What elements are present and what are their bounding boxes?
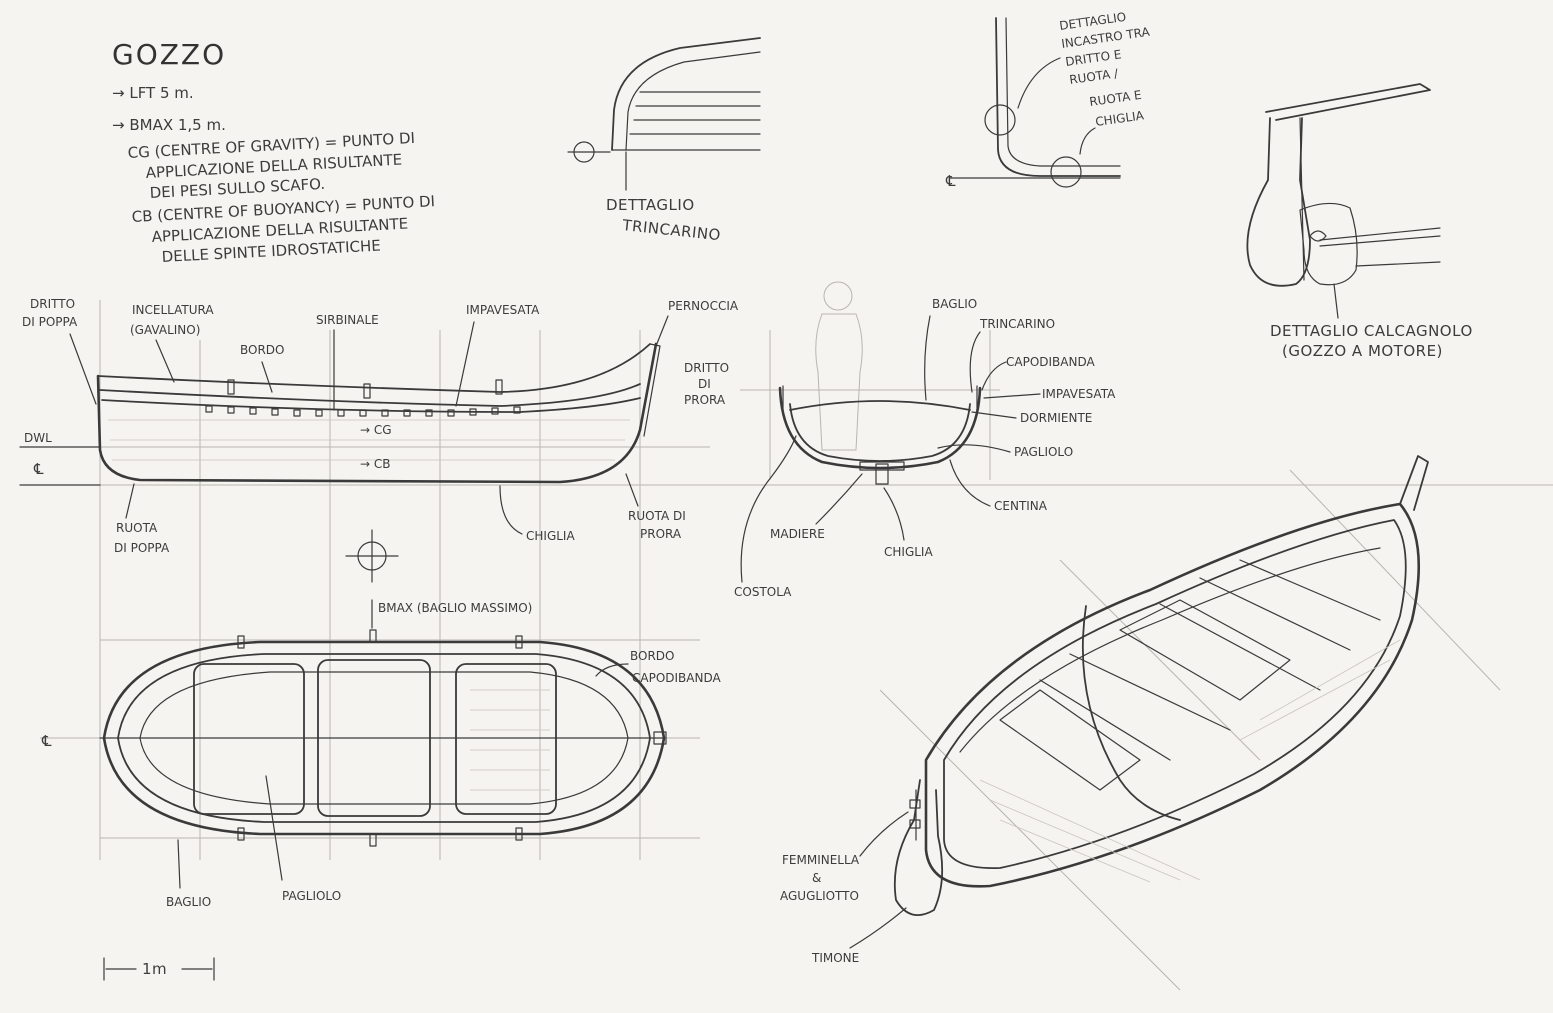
incastro-label-4: RUOTA / — [1068, 66, 1119, 87]
side-label-dritto-prora-3: PRORA — [684, 393, 726, 407]
section-hull — [778, 386, 982, 470]
perspective-label-femminella-1: FEMMINELLA — [782, 853, 860, 867]
incastro-inner-profile — [1005, 17, 1121, 167]
sheer-line — [97, 343, 651, 393]
plan-label-baglio: BAGLIO — [166, 895, 211, 909]
side-label-dritto-poppa-1: DRITTO — [30, 297, 75, 311]
side-label-bordo: BORDO — [240, 343, 285, 357]
trincarino-detail-label-2: TRINCARINO — [621, 216, 722, 244]
section-label-chiglia: CHIGLIA — [884, 545, 933, 559]
pagliolo-panel-1 — [193, 663, 305, 815]
plan-label-capodibanda: CAPODIBANDA — [632, 671, 721, 685]
side-label-dritto-poppa-2: DI POPPA — [22, 315, 78, 329]
scupper-holes — [205, 405, 521, 417]
detail-incastro: ℄ DETTAGLIO INCASTRO TRA DRITTO E RUOTA … — [945, 10, 1151, 190]
section-label-trincarino: TRINCARINO — [979, 317, 1055, 331]
perspective-label-femminella-3: AGUGLIOTTO — [780, 889, 859, 903]
midship-section: BAGLIO TRINCARINO CAPODIBANDA IMPAVESATA… — [734, 281, 1116, 599]
joint-circle-upper — [984, 104, 1016, 136]
scale-bar-label: 1m — [142, 960, 167, 978]
calcagnolo-label-2: (GOZZO A MOTORE) — [1282, 342, 1443, 360]
side-label-dritto-prora-1: DRITTO — [684, 361, 729, 375]
perspective-label-femminella-2: & — [812, 871, 821, 885]
plan-label-bmax: BMAX (BAGLIO MASSIMO) — [378, 601, 532, 615]
perspective-frame — [1081, 605, 1181, 821]
section-label-baglio: BAGLIO — [932, 297, 977, 311]
pagliolo-panel-3 — [455, 663, 557, 815]
trincarino-inner-curve — [625, 51, 761, 151]
side-label-dritto-prora-2: DI — [698, 377, 711, 391]
plan-view: BMAX (BAGLIO MASSIMO) BORDO CAPODIBANDA … — [40, 529, 721, 981]
rubbing-strake — [99, 383, 641, 407]
perspective-view: FEMMINELLA & AGUGLIOTTO TIMONE — [780, 455, 1501, 991]
section-label-capodibanda: CAPODIBANDA — [1006, 355, 1095, 369]
side-elevation: DRITTO DI POPPA INCELLATURA (GAVALINO) B… — [19, 297, 1553, 860]
detail-trincarino: DETTAGLIO TRINCARINO — [567, 37, 761, 244]
side-label-dwl: DWL — [24, 431, 52, 445]
section-label-pagliolo: PAGLIOLO — [1014, 445, 1073, 459]
side-label-incellatura-1: INCELLATURA — [132, 303, 214, 317]
section-label-madiere: MADIERE — [770, 527, 825, 541]
section-beam — [789, 400, 971, 411]
spec-lft: → LFT 5 m. — [112, 84, 194, 102]
incastro-label-6: CHIGLIA — [1094, 108, 1145, 129]
side-label-impavesata: IMPAVESATA — [466, 303, 540, 317]
side-label-ruota-prora-1: RUOTA DI — [628, 509, 686, 523]
drawing-title: GOZZO — [112, 38, 226, 71]
section-label-dormiente: DORMIENTE — [1020, 411, 1092, 425]
section-label-impavesata: IMPAVESATA — [1042, 387, 1116, 401]
calcagnolo-label-1: DETTAGLIO CALCAGNOLO — [1270, 322, 1473, 340]
specs-block: GOZZO → LFT 5 m. → BMAX 1,5 m. CG (CENTR… — [112, 38, 435, 266]
side-label-ruota-prora-2: PRORA — [640, 527, 682, 541]
side-label-cb: → CB — [360, 457, 390, 471]
incastro-label-5: RUOTA E — [1088, 88, 1142, 109]
section-label-costola: COSTOLA — [734, 585, 792, 599]
side-label-centerline: ℄ — [33, 460, 44, 478]
side-label-incellatura-2: (GAVALINO) — [130, 323, 200, 337]
spec-bmax: → BMAX 1,5 m. — [112, 116, 226, 134]
section-label-centina: CENTINA — [994, 499, 1048, 513]
side-label-cg: → CG — [360, 423, 392, 437]
side-label-pernaccia: PERNOCCIA — [668, 299, 739, 313]
perspective-hull-outline — [924, 502, 1420, 888]
detail-calcagnolo: DETTAGLIO CALCAGNOLO (GOZZO A MOTORE) — [1246, 83, 1473, 360]
joint-circle-lower — [1050, 156, 1082, 188]
plan-label-bordo: BORDO — [630, 649, 675, 663]
incastro-outer-profile — [995, 17, 1121, 177]
trincarino-detail-label-1: DETTAGLIO — [606, 196, 695, 214]
plan-label-centerline: ℄ — [41, 732, 52, 750]
perspective-label-timone: TIMONE — [811, 951, 859, 965]
incastro-label-3: DRITTO E — [1064, 47, 1122, 69]
side-label-ruota-poppa-1: RUOTA — [116, 521, 158, 535]
side-label-chiglia: CHIGLIA — [526, 529, 575, 543]
side-label-ruota-poppa-2: DI POPPA — [114, 541, 170, 555]
side-label-sirbinale: SIRBINALE — [316, 313, 379, 327]
trincarino-outer-curve — [611, 37, 761, 151]
incastro-centerline: ℄ — [945, 172, 956, 190]
plan-label-pagliolo: PAGLIOLO — [282, 889, 341, 903]
hull-profile — [96, 342, 658, 484]
